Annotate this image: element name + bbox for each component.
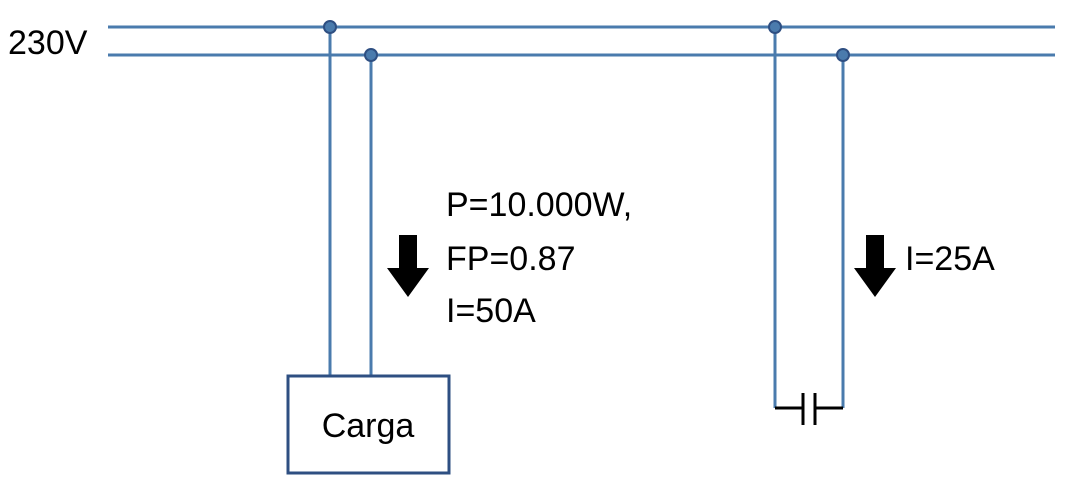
junction-node-load-top xyxy=(323,20,337,34)
supply-voltage-label: 230V xyxy=(8,24,88,62)
junction-node-cap-top xyxy=(768,20,782,34)
cap-current-label: I=25A xyxy=(905,240,995,278)
cap-current-arrow-icon xyxy=(854,235,896,297)
junction-node-cap-bottom xyxy=(836,48,850,62)
capacitor-symbol xyxy=(775,393,843,425)
load-pf-label: FP=0.87 xyxy=(446,240,575,278)
load-current-label: I=50A xyxy=(446,292,536,330)
load-current-arrow-icon xyxy=(387,235,429,297)
load-box xyxy=(286,374,451,475)
load-box-label: Carga xyxy=(322,407,415,445)
load-power-label: P=10.000W, xyxy=(446,186,632,224)
junction-node-load-bottom xyxy=(364,48,378,62)
